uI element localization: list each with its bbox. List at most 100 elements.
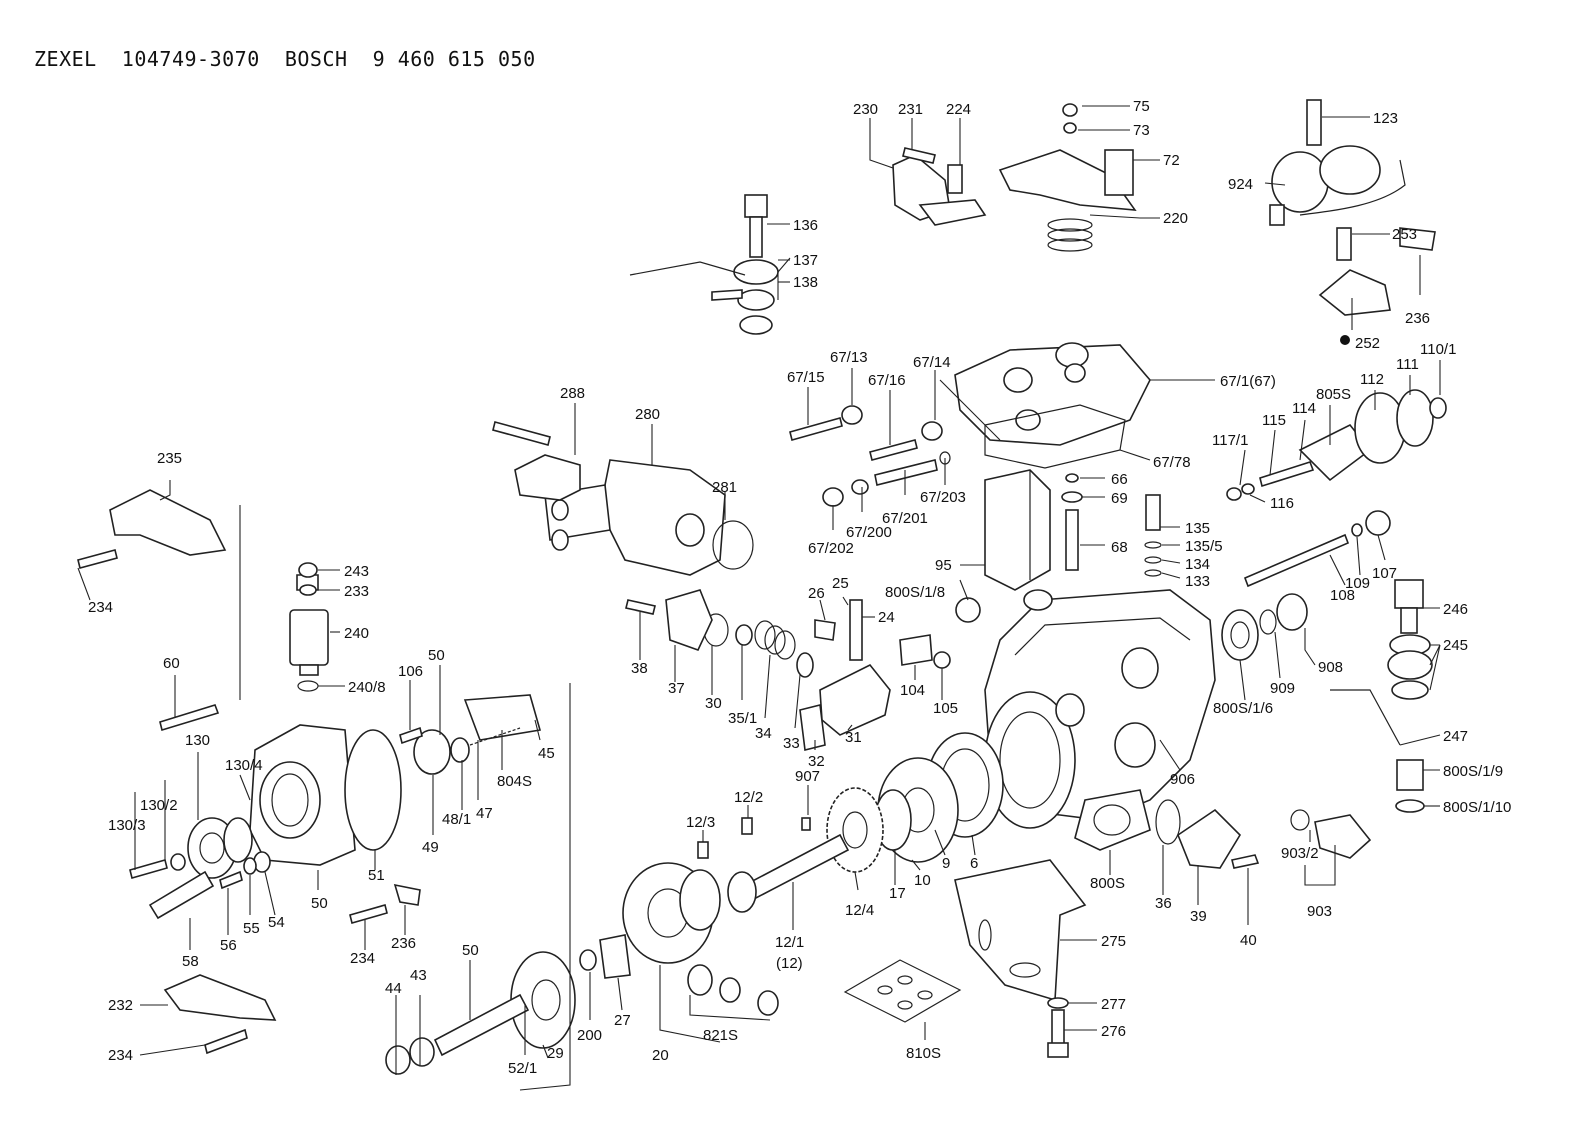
label-6: 6	[970, 855, 978, 872]
label-10: 10	[914, 872, 931, 889]
screw-236	[1399, 227, 1436, 251]
label-903-2: 903/2	[1281, 845, 1319, 862]
washer-130-2	[170, 853, 186, 871]
label-804S: 804S	[497, 773, 532, 790]
label-135: 135	[1185, 520, 1210, 537]
label-245: 245	[1443, 637, 1468, 654]
label-224: 224	[946, 101, 971, 118]
roller-set-821S	[687, 964, 779, 1016]
label-130-2: 130/2	[140, 797, 178, 814]
fuel-line-137	[629, 261, 746, 276]
label-29: 29	[547, 1045, 564, 1062]
diagram-title: ZEXEL 104749-3070 BOSCH 9 460 615 050	[34, 47, 536, 71]
label-54: 54	[268, 914, 285, 931]
clip-236b	[393, 883, 421, 906]
label-95: 95	[935, 557, 952, 574]
drive-gear	[826, 787, 884, 873]
label-234-c: 234	[108, 1047, 133, 1064]
label-44: 44	[385, 980, 402, 997]
label-55: 55	[243, 920, 260, 937]
label-75: 75	[1133, 98, 1150, 115]
label-236-b: 236	[391, 935, 416, 952]
callout-labels: 230 231 224 75 73 72 220 123 924 253 236…	[88, 98, 1511, 1077]
spring-group-804S	[413, 694, 542, 775]
label-247: 247	[1443, 728, 1468, 745]
o-ring-903-2	[1290, 809, 1310, 831]
label-33: 33	[783, 735, 800, 752]
label-253: 253	[1392, 226, 1417, 243]
label-26: 26	[808, 585, 825, 602]
label-58: 58	[182, 953, 199, 970]
label-52-1: 52/1	[508, 1060, 537, 1077]
label-136: 136	[793, 217, 818, 234]
screw-224	[947, 164, 963, 194]
label-45: 45	[538, 745, 555, 762]
key-12-3	[697, 841, 709, 859]
label-236-top: 236	[1405, 310, 1430, 327]
bolt-231	[902, 147, 936, 164]
cam-disc	[510, 951, 576, 1049]
label-104: 104	[900, 682, 925, 699]
label-47: 47	[476, 805, 493, 822]
label-67-13: 67/13	[830, 349, 868, 366]
piston-31	[819, 663, 891, 736]
label-110-1: 110/1	[1420, 341, 1456, 358]
label-233: 233	[344, 583, 369, 600]
governor-cover-67-1	[954, 342, 1151, 446]
label-232: 232	[108, 997, 133, 1014]
label-903: 903	[1307, 903, 1332, 920]
o-ring-36	[1155, 799, 1181, 845]
label-34: 34	[755, 725, 772, 742]
label-38: 38	[631, 660, 648, 677]
blade-27	[599, 934, 631, 979]
label-20: 20	[652, 1047, 669, 1064]
flyweight-assembly-805S	[1226, 389, 1447, 501]
label-800S: 800S	[1090, 875, 1125, 892]
label-800S-1-10: 800S/1/10	[1443, 799, 1511, 816]
label-67-14: 67/14	[913, 354, 951, 371]
label-37: 37	[668, 680, 685, 697]
label-234-a: 234	[88, 599, 113, 616]
pin-26	[814, 619, 836, 641]
shaft-108	[1243, 533, 1350, 588]
label-810S: 810S	[906, 1045, 941, 1062]
spring-220	[1047, 218, 1093, 252]
label-252: 252	[1355, 335, 1380, 352]
banjo-bolt-136	[733, 194, 779, 335]
o-ring-281	[712, 520, 754, 570]
label-32: 32	[808, 753, 825, 770]
shaft-68	[1065, 509, 1079, 571]
washer-44	[385, 1045, 411, 1075]
screw-234c	[204, 1028, 248, 1055]
bolt-67-16	[869, 439, 918, 461]
label-821S: 821S	[703, 1027, 738, 1044]
label-117-1: 117/1	[1212, 432, 1248, 449]
drive-shaft	[727, 833, 850, 913]
label-69: 69	[1111, 490, 1128, 507]
nut-67-13	[841, 405, 863, 425]
washer-67-200	[851, 479, 869, 495]
washer-69	[1061, 491, 1083, 503]
washer-909	[1259, 609, 1277, 635]
pin-24	[849, 599, 863, 661]
washer-277	[1047, 997, 1069, 1009]
label-72: 72	[1163, 152, 1180, 169]
bracket-235	[109, 489, 227, 556]
label-240-8: 240/8	[348, 679, 386, 696]
clamp-288	[514, 454, 581, 501]
washer-43	[409, 1037, 435, 1067]
label-108: 108	[1330, 587, 1355, 604]
label-288: 288	[560, 385, 585, 402]
label-275: 275	[1101, 933, 1126, 950]
governor-lever-72	[998, 103, 1137, 211]
label-12-2: 12/2	[734, 789, 763, 806]
clip-66	[1065, 473, 1079, 483]
spring-200	[579, 949, 597, 971]
screw-234b	[349, 904, 388, 924]
sleeve-32	[799, 704, 826, 751]
delivery-valve-130	[187, 817, 253, 879]
label-115: 115	[1262, 412, 1286, 429]
nut-243	[298, 562, 318, 578]
label-50-a: 50	[428, 647, 445, 664]
